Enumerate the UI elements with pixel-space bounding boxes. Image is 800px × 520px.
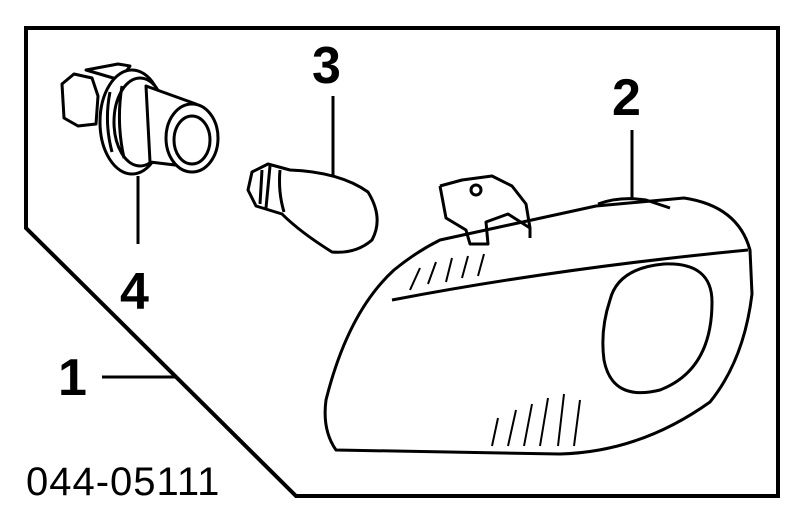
callout-3: 3 xyxy=(312,37,341,95)
callout-2: 2 xyxy=(612,69,641,127)
callout-1: 1 xyxy=(58,349,87,407)
assembly-frame xyxy=(24,26,780,498)
bulb xyxy=(246,162,379,254)
callout-4: 4 xyxy=(120,263,149,321)
part-number: 044-05111 xyxy=(26,460,221,504)
bulb-socket xyxy=(60,62,220,176)
lamp-housing xyxy=(323,174,754,456)
